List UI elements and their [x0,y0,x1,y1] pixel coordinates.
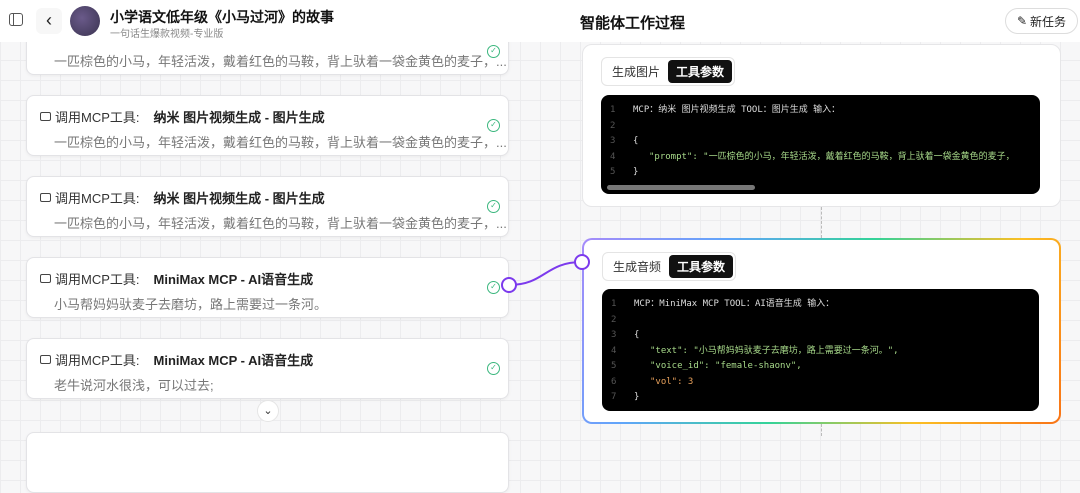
check-icon: ✓ [487,281,500,294]
check-icon: ✓ [487,45,500,58]
header: ‹ 小学语文低年级《小马过河》的故事 一句话生爆款视频-专业版 智能体工作过程 … [0,0,1080,42]
avatar [70,6,100,36]
connector-curve [501,254,590,293]
toolbox-icon [40,355,51,364]
step-card[interactable]: 调用MCP工具: 纳米 图片视频生成 - 图片生成 一匹棕色的小马，年轻活泼，戴着… [26,176,509,237]
connector-handle[interactable] [501,277,517,293]
page-subtitle: 一句话生爆款视频-专业版 [110,29,224,40]
panel-tabs: 生成图片 工具参数 [601,57,736,86]
step-tool: 纳米 图片视频生成 - 图片生成 [153,191,325,206]
toolbox-icon [40,274,51,283]
step-desc: 一匹棕色的小马，年轻活泼，戴着红色的马鞍，背上驮着一袋金黄色的麦子，... [54,54,507,69]
check-icon: ✓ [487,119,500,132]
step-tool: MiniMax MCP - AI语音生成 [153,353,314,368]
step-prefix: 调用MCP工具: [55,272,140,287]
step-prefix: 调用MCP工具: [55,353,140,368]
step-tool: MiniMax MCP - AI语音生成 [153,272,314,287]
sidebar-toggle-icon[interactable] [9,13,23,26]
page-title: 小学语文低年级《小马过河》的故事 [110,9,334,25]
connector-dashed [821,207,822,238]
tab-tool-params[interactable]: 工具参数 [669,255,734,278]
new-task-icon: ✎ [1016,14,1028,28]
toolbox-icon [40,112,51,121]
step-prefix: 调用MCP工具: [55,110,140,125]
check-icon: ✓ [487,362,500,375]
step-desc: 一匹棕色的小马，年轻活泼，戴着红色的马鞍，背上驮着一袋金黄色的麦子，... [54,216,507,231]
new-task-button[interactable]: ✎新任务 [1005,8,1078,34]
step-desc: 小马帮妈妈驮麦子去磨坊，路上需要过一条河。 [54,297,328,312]
back-button[interactable]: ‹ [36,8,62,34]
tab-generate-audio[interactable]: 生成音频 [613,260,662,274]
tab-generate-image[interactable]: 生成图片 [612,65,661,79]
step-card[interactable]: 调用MCP工具: MiniMax MCP - AI语音生成 小马帮妈妈驮麦子去磨坊… [26,257,509,318]
step-card[interactable]: 调用MCP工具: 纳米 图片视频生成 - 图片生成 一匹棕色的小马，年轻活泼，戴着… [26,95,509,156]
step-card[interactable]: 调用MCP工具: MiniMax MCP - AI语音生成 老牛说河水很浅，可以过… [26,338,509,399]
step-card[interactable] [26,432,509,493]
toolbox-icon [40,193,51,202]
connector-dashed [821,424,822,436]
step-tool: 纳米 图片视频生成 - 图片生成 [153,110,325,125]
connector-handle[interactable] [574,254,590,270]
new-task-label: 新任务 [1030,14,1067,29]
workflow-title: 智能体工作过程 [580,15,686,32]
scroll-down-button[interactable]: ⌄ [257,400,279,422]
tab-tool-params[interactable]: 工具参数 [668,60,733,83]
check-icon: ✓ [487,200,500,213]
step-prefix: 调用MCP工具: [55,191,140,206]
horizontal-scrollbar[interactable] [607,185,755,190]
panel-tabs: 生成音频 工具参数 [602,252,737,281]
step-desc: 老牛说河水很浅，可以过去; [54,378,214,393]
step-desc: 一匹棕色的小马，年轻活泼，戴着红色的马鞍，背上驮着一袋金黄色的麦子，... [54,135,507,150]
